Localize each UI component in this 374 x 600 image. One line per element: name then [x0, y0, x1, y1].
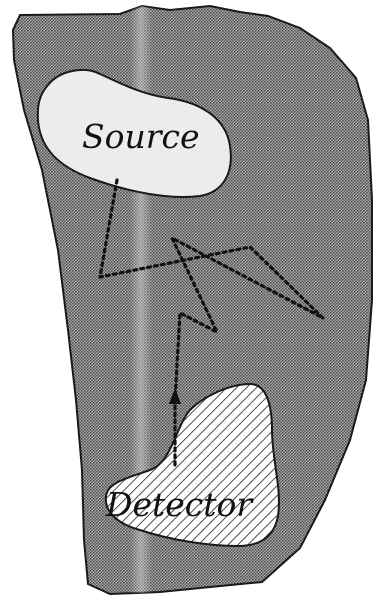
source-label: Source	[82, 117, 200, 156]
detector-label: Detector	[105, 485, 254, 524]
